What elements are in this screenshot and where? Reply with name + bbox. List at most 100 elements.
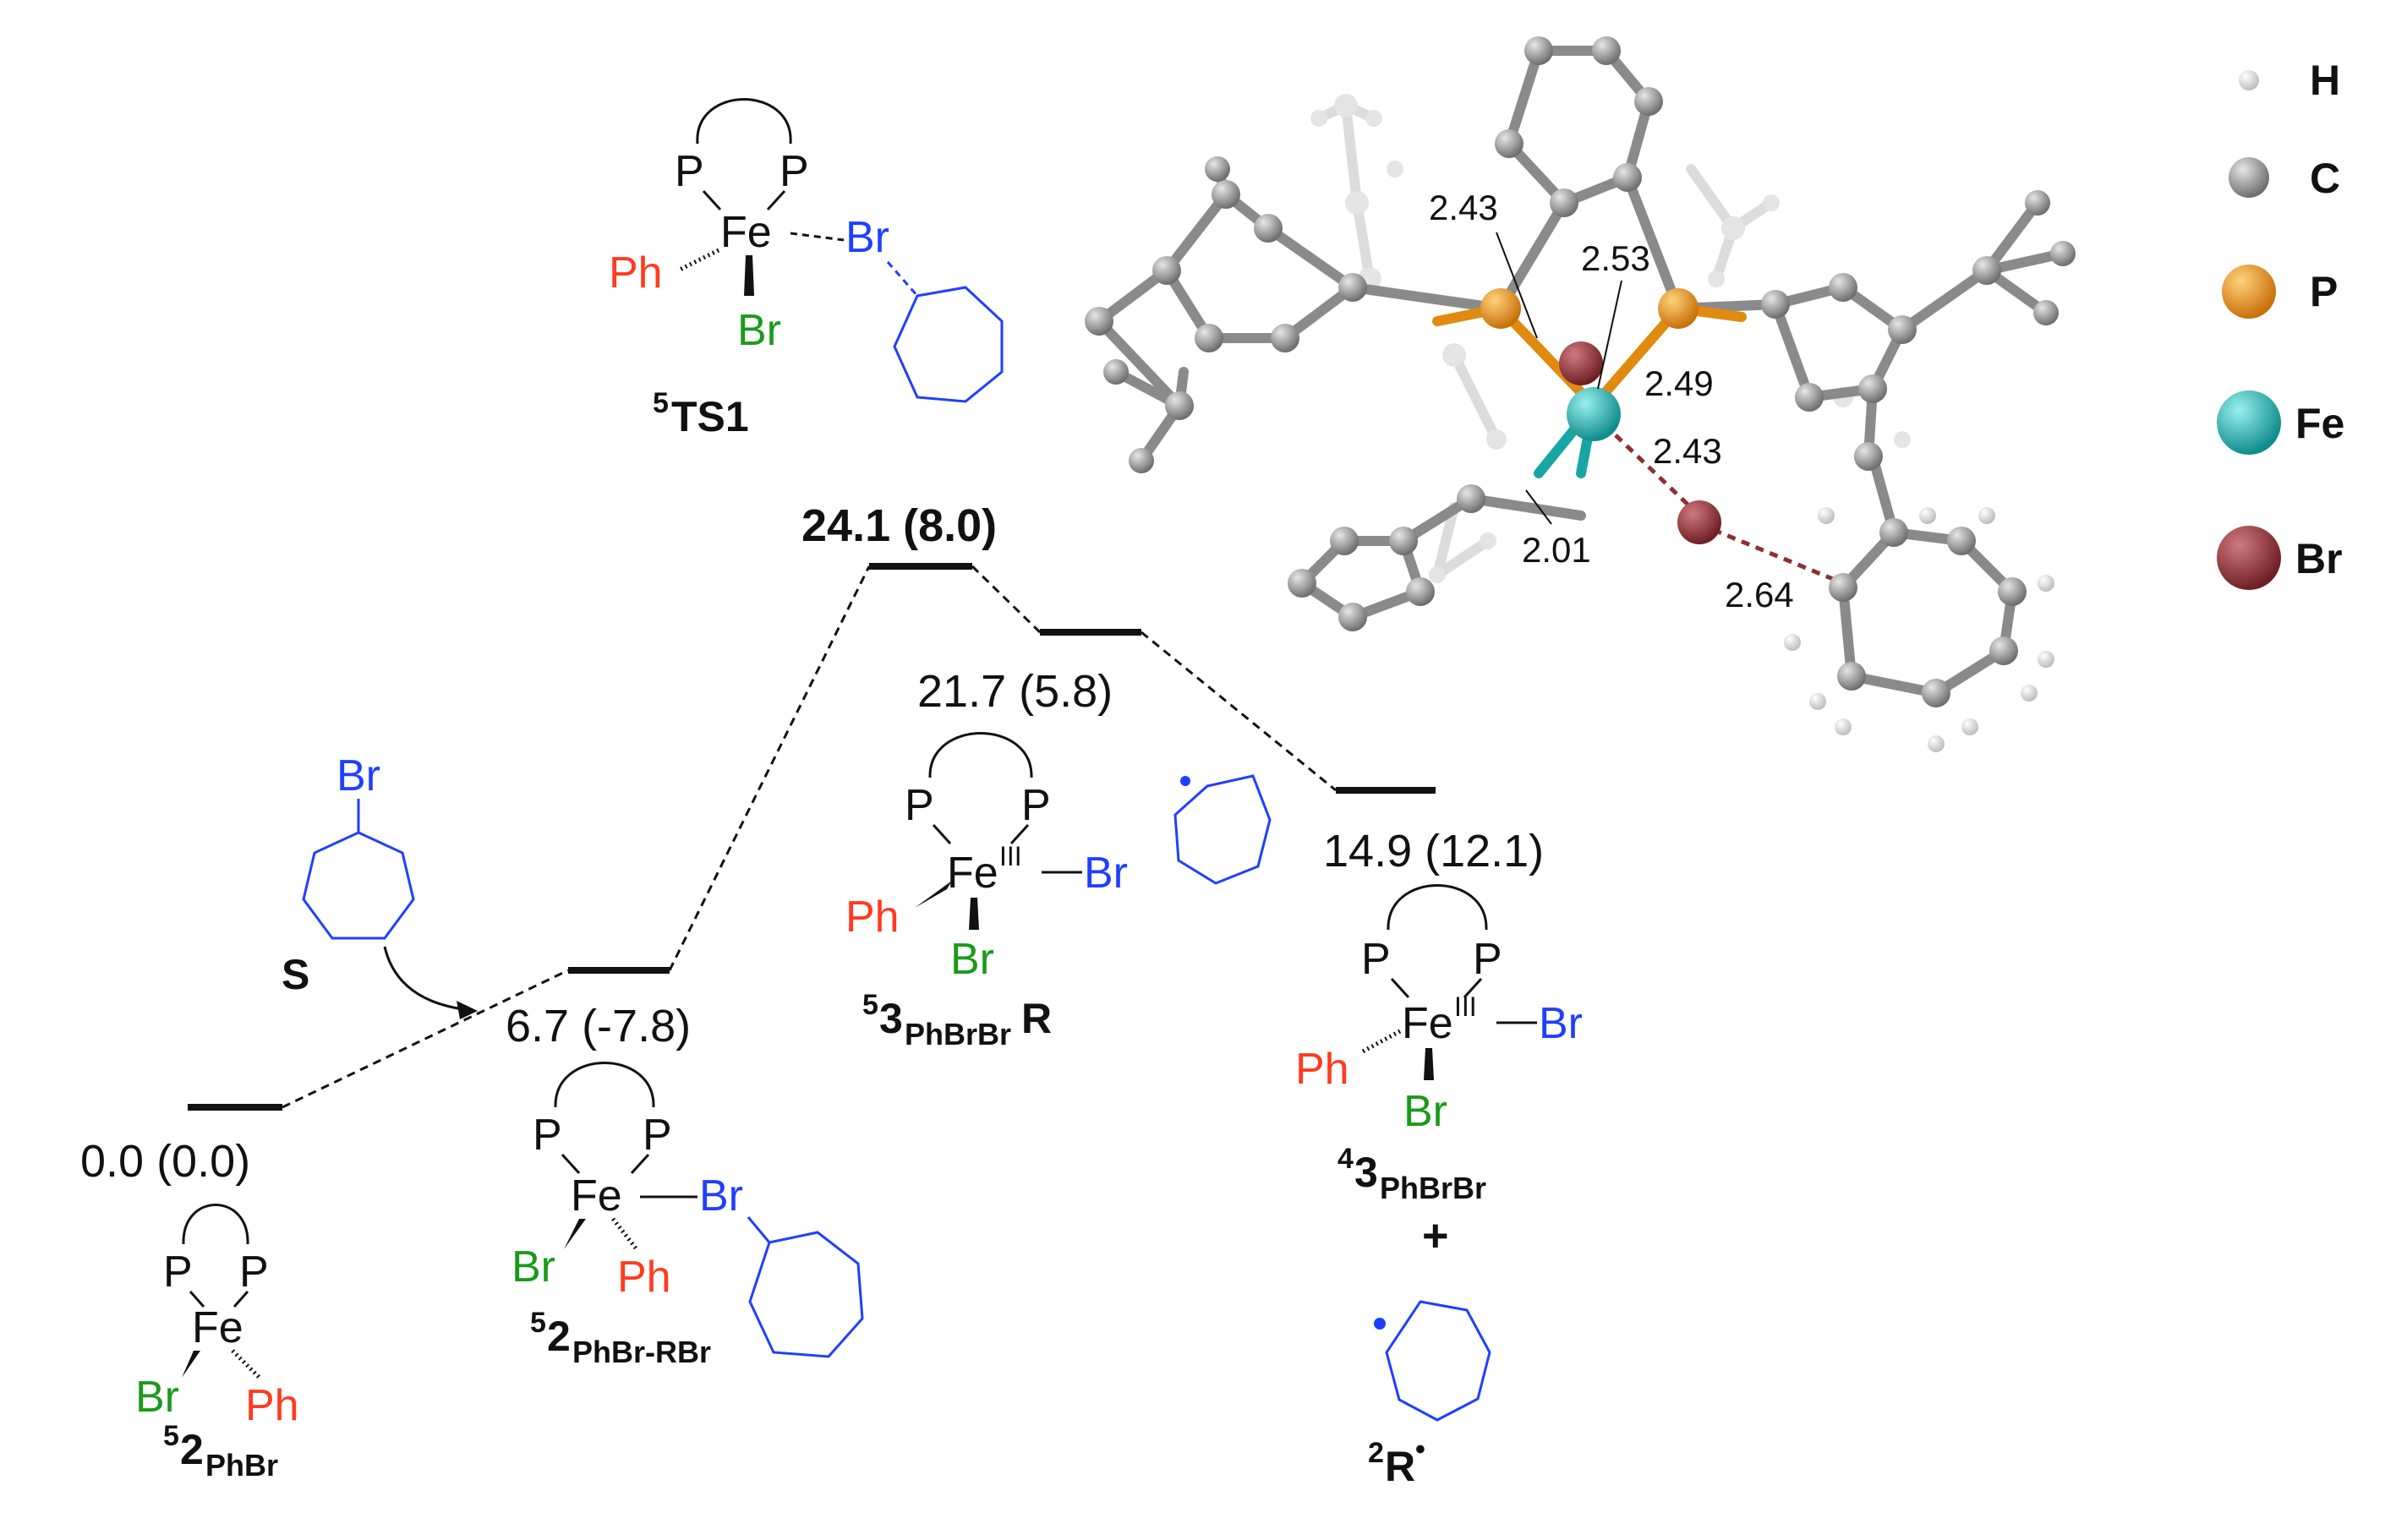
cycloheptyl-ring — [748, 1231, 864, 1358]
legend-label-h: H — [2310, 57, 2340, 104]
species-name-s3: 5 3 PhBrBr R — [862, 989, 1052, 1051]
fe-label: Fe — [1402, 999, 1453, 1048]
radical-s3 — [1173, 774, 1272, 885]
distance-label: 2.49 — [1644, 363, 1714, 403]
phosphorus-atom-right — [1658, 288, 1699, 329]
iron-atom — [1567, 387, 1621, 441]
distance-pointer — [1496, 232, 1538, 339]
name-sub: PhBr — [205, 1448, 278, 1483]
ph-label: Ph — [245, 1381, 299, 1430]
distance-labels: 2.43 2.53 2.49 2.43 2.01 2.64 — [1429, 188, 1794, 614]
hydrogen-sphere-icon — [2239, 70, 2259, 90]
hydrogen-atoms — [1784, 507, 2054, 752]
distance-pointer — [1525, 489, 1552, 525]
distance-label: 2.64 — [1725, 575, 1794, 614]
ph-label: Ph — [617, 1253, 671, 1302]
plus-sign: + — [1422, 1210, 1449, 1261]
energy-label-s3: 21.7 (5.8) — [917, 666, 1113, 717]
species-name-s4: 4 3 PhBrBr — [1337, 1143, 1486, 1205]
name-main: R — [1385, 1443, 1415, 1490]
coordinated-br-label: Br — [699, 1171, 743, 1221]
substrate-label: S — [282, 951, 309, 998]
name-main: 2 — [180, 1426, 204, 1473]
legend-label-c: C — [2310, 155, 2340, 202]
wedge-bond — [182, 1351, 200, 1378]
connector-s0-s1 — [282, 969, 569, 1109]
fe-br-dashed — [1592, 412, 1701, 517]
br-c-breaking-bond — [886, 261, 919, 297]
hash-bond — [676, 248, 720, 273]
radical-dot — [1180, 776, 1190, 786]
fe-label: Fe — [720, 208, 772, 257]
structure-s3: P P Fe III Br Ph Br 5 3 PhBrBr R — [845, 732, 1128, 1051]
distance-label: 2.43 — [1429, 188, 1498, 227]
structure-ts: P P Fe Br Ph Br 5 TS1 — [609, 98, 1004, 440]
radical-dot — [1374, 1318, 1386, 1330]
legend-label-fe: Fe — [2295, 400, 2344, 447]
species-name-s0: 5 2 PhBr — [163, 1420, 278, 1483]
connector-lines — [282, 565, 1337, 1109]
name-suffix: R — [1021, 995, 1052, 1042]
terminal-br-label: Br — [1539, 999, 1583, 1048]
name-main: 2 — [547, 1313, 571, 1360]
br-label: Br — [950, 935, 994, 984]
distance-label: 2.53 — [1581, 238, 1650, 278]
bromine-sphere-icon — [2217, 526, 2281, 590]
distance-pointer — [1597, 280, 1622, 390]
ph-label: Ph — [609, 248, 663, 298]
p-fe-bond-right — [766, 189, 786, 211]
name-sub: PhBrBr — [905, 1017, 1011, 1051]
p-right: P — [1021, 781, 1051, 830]
br-label: Br — [1403, 1087, 1447, 1136]
p-right: P — [780, 147, 809, 196]
ph-label: Ph — [1295, 1045, 1349, 1094]
name-sup: 5 — [653, 387, 669, 419]
connector-s3-s4 — [1141, 631, 1337, 792]
legend-label-p: P — [2310, 268, 2338, 315]
p-right: P — [239, 1248, 269, 1297]
p-fe-bond-right — [630, 1153, 650, 1175]
energy-label-ts: 24.1 (8.0) — [801, 500, 997, 551]
iron-sphere-icon — [2217, 390, 2281, 455]
p-fe-bond-left — [561, 1153, 581, 1175]
br-label: Br — [511, 1242, 555, 1292]
br-c-dashed — [1699, 522, 1844, 586]
substrate-arrowhead — [457, 1001, 478, 1019]
name-main: TS1 — [671, 393, 749, 440]
ph-label: Ph — [845, 893, 900, 942]
substrate-arrow — [383, 946, 470, 1012]
wedge-bond — [915, 881, 952, 908]
atom-legend: H C P Fe Br — [2217, 57, 2344, 590]
radical-product: 2 R • — [1368, 1300, 1491, 1490]
phosphorus-atom-left — [1480, 288, 1521, 329]
legend-label-br: Br — [2295, 535, 2343, 582]
br-label: Br — [135, 1373, 179, 1422]
distance-label: 2.01 — [1522, 530, 1591, 570]
species-name-ts: 5 TS1 — [653, 387, 749, 440]
energy-label-s4: 14.9 (12.1) — [1323, 826, 1544, 876]
p-right: P — [1473, 935, 1502, 984]
p-fe-bond-right — [1463, 977, 1483, 999]
diphosphine-arc — [554, 1062, 655, 1108]
diphosphine-arc — [1387, 884, 1488, 931]
fe-label: Fe — [192, 1303, 243, 1352]
connector-ts-s3 — [971, 565, 1042, 634]
radical-dot-label: • — [1415, 1434, 1425, 1466]
bromine-atom-transferring — [1677, 500, 1721, 544]
name-main: 3 — [879, 995, 903, 1042]
diphosphine-arc — [696, 98, 792, 145]
energy-levels — [188, 563, 1436, 1111]
radical-ring — [1173, 774, 1272, 885]
species-name-s1: 5 2 PhBr-RBr — [530, 1307, 711, 1369]
name-main: 3 — [1354, 1149, 1378, 1196]
structure-s0: P P Fe Br Ph 5 2 PhBr — [135, 1204, 299, 1483]
phosphorus-sphere-icon — [2222, 265, 2276, 319]
distance-label: 2.43 — [1653, 431, 1722, 471]
name-sub: PhBrBr — [1380, 1171, 1486, 1205]
hash-bond — [231, 1349, 261, 1379]
name-sup: 5 — [163, 1420, 179, 1452]
p-fe-bond-left — [1390, 977, 1410, 999]
p-left: P — [163, 1248, 193, 1297]
carbon-atoms — [1085, 36, 2076, 707]
